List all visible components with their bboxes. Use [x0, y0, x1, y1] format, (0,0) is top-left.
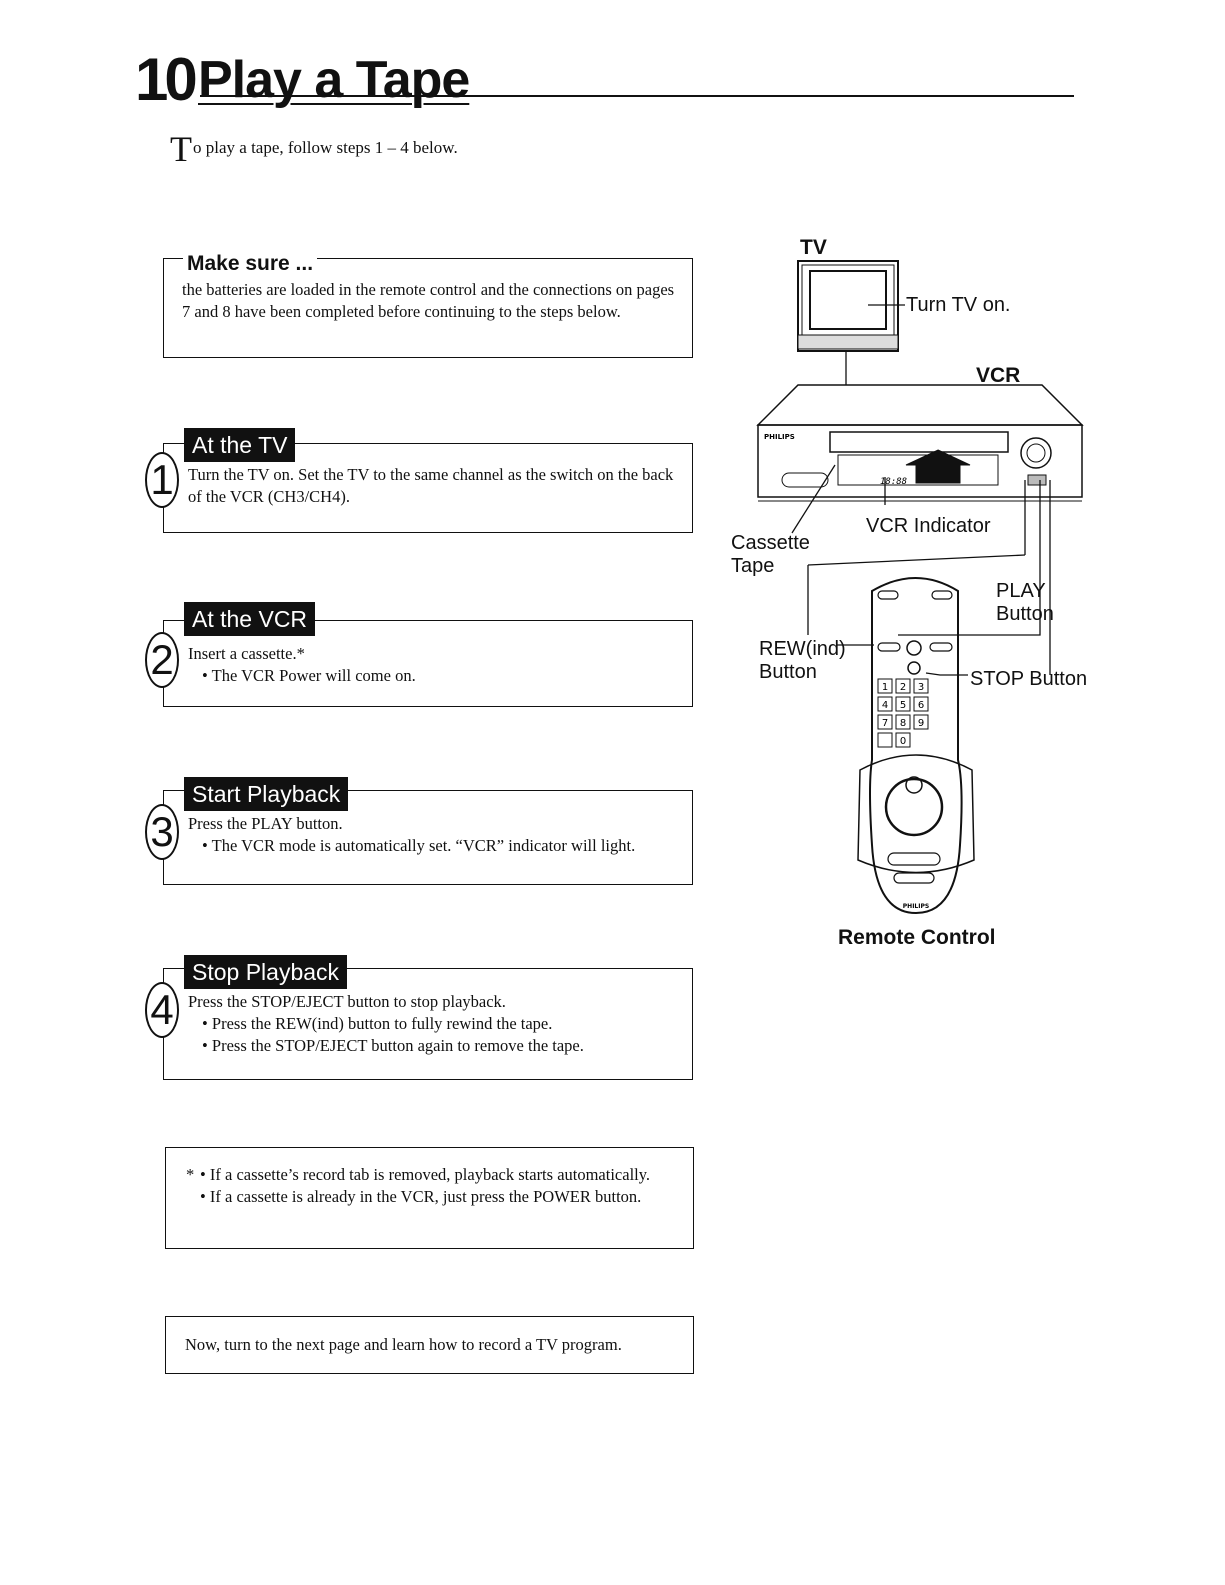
keypad-key: 2 [895, 678, 911, 694]
intro-body: o play a tape, follow steps 1 – 4 below. [193, 138, 458, 157]
step-2-tab: At the VCR [184, 602, 316, 636]
keypad-key-label: 2 [900, 682, 906, 693]
keypad-key-label: 5 [900, 700, 906, 711]
step-1-text: Turn the TV on. Set the TV to the same c… [188, 465, 674, 506]
remote-control-caption: Remote Control [838, 926, 996, 949]
note-box: * If a cassette’s record tab is removed,… [165, 1147, 694, 1249]
make-sure-box: the batteries are loaded in the remote c… [163, 258, 693, 358]
play-button-label: PLAY Button [996, 580, 1054, 626]
keypad-key-label: 4 [882, 700, 888, 711]
play-button-label-line: Button [996, 603, 1054, 625]
keypad-key: 9 [913, 714, 929, 730]
step-3-number: 3 [145, 804, 179, 860]
step-2-body: Insert a cassette.* The VCR Power will c… [188, 643, 678, 687]
step-4-bullet: Press the REW(ind) button to fully rewin… [202, 1013, 683, 1035]
tv-illustration [797, 260, 905, 385]
step-4-number: 4 [145, 982, 179, 1038]
note-item: If a cassette is already in the VCR, jus… [200, 1186, 686, 1208]
step-3-box: Press the PLAY button. The VCR mode is a… [163, 790, 693, 885]
keypad-key-label: 8 [900, 718, 906, 729]
step-1-box: Turn the TV on. Set the TV to the same c… [163, 443, 693, 533]
vcr-brand-text: PHILIPS [764, 433, 795, 441]
next-text: Now, turn to the next page and learn how… [185, 1335, 622, 1354]
keypad-key-label: 3 [918, 682, 924, 693]
step-4-tab: Stop Playback [184, 955, 348, 989]
keypad-key: 7 [877, 714, 893, 730]
note-body: * If a cassette’s record tab is removed,… [186, 1164, 686, 1208]
remote-keypad: 1 2 3 4 5 6 7 8 9 0 [877, 678, 929, 748]
title-rule [200, 95, 1074, 97]
note-marker: * [186, 1165, 195, 1184]
keypad-key: 6 [913, 696, 929, 712]
step-3-bullets: The VCR mode is automatically set. “VCR”… [202, 835, 683, 857]
keypad-key: 4 [877, 696, 893, 712]
keypad-key-label: 7 [882, 718, 888, 729]
note-item: If a cassette’s record tab is removed, p… [200, 1164, 686, 1186]
keypad-key: 5 [895, 696, 911, 712]
make-sure-text: the batteries are loaded in the remote c… [182, 280, 675, 321]
keypad-key: 0 [895, 732, 911, 748]
callout-lines [791, 464, 1051, 676]
keypad-key-label: 6 [918, 700, 924, 711]
vcr-setup-illustration: 1 2 3 4 5 6 7 8 9 0 PHILIPS 18:88 PHILIP… [756, 260, 1084, 915]
vcr-illustration [756, 384, 1084, 502]
cassette-tape-label-line: Tape [731, 555, 775, 577]
rew-button-label-line: REW(ind) [759, 638, 846, 660]
step-4-body: Press the STOP/EJECT button to stop play… [188, 991, 683, 1057]
keypad-key: 8 [895, 714, 911, 730]
note-item-text: If a cassette’s record tab is removed, p… [209, 1165, 651, 1184]
keypad-key-label: 0 [900, 736, 906, 747]
rew-button-label-line: Button [759, 661, 817, 683]
step-3-bullet: The VCR mode is automatically set. “VCR”… [202, 835, 683, 857]
rew-button-label: REW(ind) Button [759, 638, 846, 684]
step-3-text: Press the PLAY button. [188, 814, 343, 833]
turn-tv-on-label: Turn TV on. [906, 294, 1011, 316]
keypad-key: 3 [913, 678, 929, 694]
step-1-tab: At the TV [184, 428, 296, 462]
step-2-box: Insert a cassette.* The VCR Power will c… [163, 620, 693, 707]
remote-control-illustration [857, 577, 975, 915]
step-4-box: Press the STOP/EJECT button to stop play… [163, 968, 693, 1080]
step-2-bullets: The VCR Power will come on. [202, 665, 678, 687]
step-3-tab: Start Playback [184, 777, 349, 811]
step-2-text: Insert a cassette.* [188, 644, 305, 663]
step-4-bullet: Press the STOP/EJECT button again to rem… [202, 1035, 683, 1057]
page-title: Play a Tape [198, 51, 470, 109]
vcr-indicator-label: VCR Indicator [866, 515, 991, 537]
step-2-bullet: The VCR Power will come on. [202, 665, 678, 687]
page-number: 10 [135, 46, 198, 113]
step-1-number: 1 [145, 452, 179, 508]
keypad-key-label: 1 [882, 682, 888, 693]
play-button-label-line: PLAY [996, 580, 1046, 602]
step-4-bullets: Press the REW(ind) button to fully rewin… [202, 1013, 683, 1057]
next-box: Now, turn to the next page and learn how… [165, 1316, 694, 1374]
note-item-text: If a cassette is already in the VCR, jus… [209, 1187, 642, 1206]
step-4-text: Press the STOP/EJECT button to stop play… [188, 992, 506, 1011]
stop-button-label: STOP Button [970, 668, 1088, 690]
note-list: If a cassette’s record tab is removed, p… [200, 1164, 686, 1208]
intro-text: To play a tape, follow steps 1 – 4 below… [170, 128, 458, 170]
vcr-display-text: 18:88 [880, 477, 907, 487]
cassette-tape-label-line: Cassette [731, 532, 810, 554]
intro-dropcap: T [170, 129, 192, 169]
keypad-key-label: 9 [918, 718, 924, 729]
step-3-body: Press the PLAY button. The VCR mode is a… [188, 813, 683, 857]
tv-label: TV [800, 236, 827, 259]
remote-brand-text: PHILIPS [903, 903, 929, 910]
keypad-key: 1 [877, 678, 893, 694]
vcr-label: VCR [976, 364, 1021, 387]
cassette-tape-label: Cassette Tape [731, 532, 810, 578]
step-2-number: 2 [145, 632, 179, 688]
make-sure-title: Make sure ... [183, 252, 318, 276]
